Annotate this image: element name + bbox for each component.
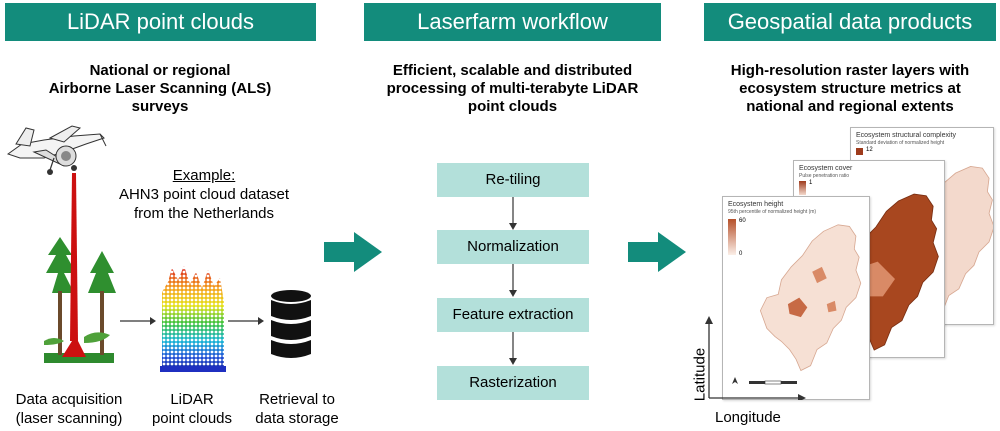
lidar-subtitle: National or regional Airborne Laser Scan…: [10, 62, 310, 116]
workflow-subtitle-line: processing of multi-terabyte LiDAR: [386, 80, 639, 97]
products-header: Geospatial data products: [704, 3, 996, 41]
caption-line: LiDAR: [170, 391, 214, 408]
workflow-header: Laserfarm workflow: [364, 3, 661, 41]
caption-line: Data acquisition: [15, 391, 123, 408]
caption-acquisition: Data acquisition (laser scanning): [0, 390, 138, 428]
y-axis-label: Latitude: [691, 347, 709, 402]
map-title: Ecosystem height: [728, 201, 784, 208]
database-icon: [271, 290, 311, 358]
caption-line: point clouds: [151, 410, 233, 427]
axes-icon: [705, 316, 806, 400]
map-subtitle: Pulse penetration ratio: [799, 173, 850, 179]
scale-bar-icon: [732, 377, 797, 385]
workflow-subtitle: Efficient, scalable and distributed proc…: [364, 62, 661, 116]
arrow-right-icon: [324, 232, 382, 272]
step-feature-extraction: Feature extraction: [437, 298, 589, 332]
lidar-subtitle-line: National or regional: [89, 62, 231, 79]
arrow-right-icon: [228, 317, 264, 325]
step-normalization: Normalization: [437, 230, 589, 264]
legend-min: 0: [739, 251, 743, 257]
map-graphic: [759, 224, 862, 371]
caption-line: Retrieval to: [259, 391, 335, 408]
example-label: Example:: [172, 167, 236, 184]
arrow-right-icon: [120, 317, 156, 325]
map-subtitle: Standard deviation of normalized height: [856, 140, 945, 146]
lidar-header: LiDAR point clouds: [5, 3, 316, 41]
caption-line: (laser scanning): [15, 410, 123, 427]
example-line: from the Netherlands: [133, 205, 275, 222]
legend-max: 1: [809, 180, 813, 186]
caption-point-clouds: LiDAR point clouds: [146, 390, 238, 428]
legend-swatch: [856, 148, 863, 155]
products-subtitle-line: High-resolution raster layers with: [730, 62, 970, 79]
example-line: AHN3 point cloud dataset: [118, 186, 290, 203]
map-title: Ecosystem structural complexity: [856, 132, 956, 139]
products-subtitle-line: national and regional extents: [746, 98, 954, 115]
arrow-right-icon: [628, 232, 686, 272]
lidar-subtitle-line: Airborne Laser Scanning (ALS): [48, 80, 272, 97]
workflow-subtitle-line: point clouds: [467, 98, 558, 115]
x-axis-label: Longitude: [715, 409, 781, 426]
caption-line: data storage: [255, 410, 339, 427]
caption-storage: Retrieval to data storage: [246, 390, 348, 428]
north-arrow-icon: [732, 377, 738, 384]
arrow-down-icon: [509, 332, 517, 365]
trees-icon: [44, 173, 116, 363]
legend-max: 60: [739, 218, 746, 224]
legend-swatch: [728, 219, 736, 255]
lidar-subtitle-line: surveys: [131, 98, 189, 115]
legend-max: 12: [866, 147, 873, 153]
map-ecosystem-height: Ecosystem height 95th percentile of norm…: [722, 196, 870, 400]
example-block: Example: AHN3 point cloud dataset from t…: [118, 166, 290, 223]
workflow-subtitle-line: Efficient, scalable and distributed: [392, 62, 633, 79]
products-subtitle: High-resolution raster layers with ecosy…: [704, 62, 996, 116]
step-retiling: Re-tiling: [437, 163, 589, 197]
step-rasterization: Rasterization: [437, 366, 589, 400]
point-cloud-icon: [160, 266, 226, 372]
products-subtitle-line: ecosystem structure metrics at: [739, 80, 961, 97]
arrow-down-icon: [509, 197, 517, 230]
legend-swatch: [799, 181, 806, 195]
arrow-down-icon: [509, 264, 517, 297]
airplane-icon: [6, 125, 107, 175]
map-title: Ecosystem cover: [799, 165, 853, 172]
map-subtitle: 95th percentile of normalized height (m): [728, 209, 817, 215]
